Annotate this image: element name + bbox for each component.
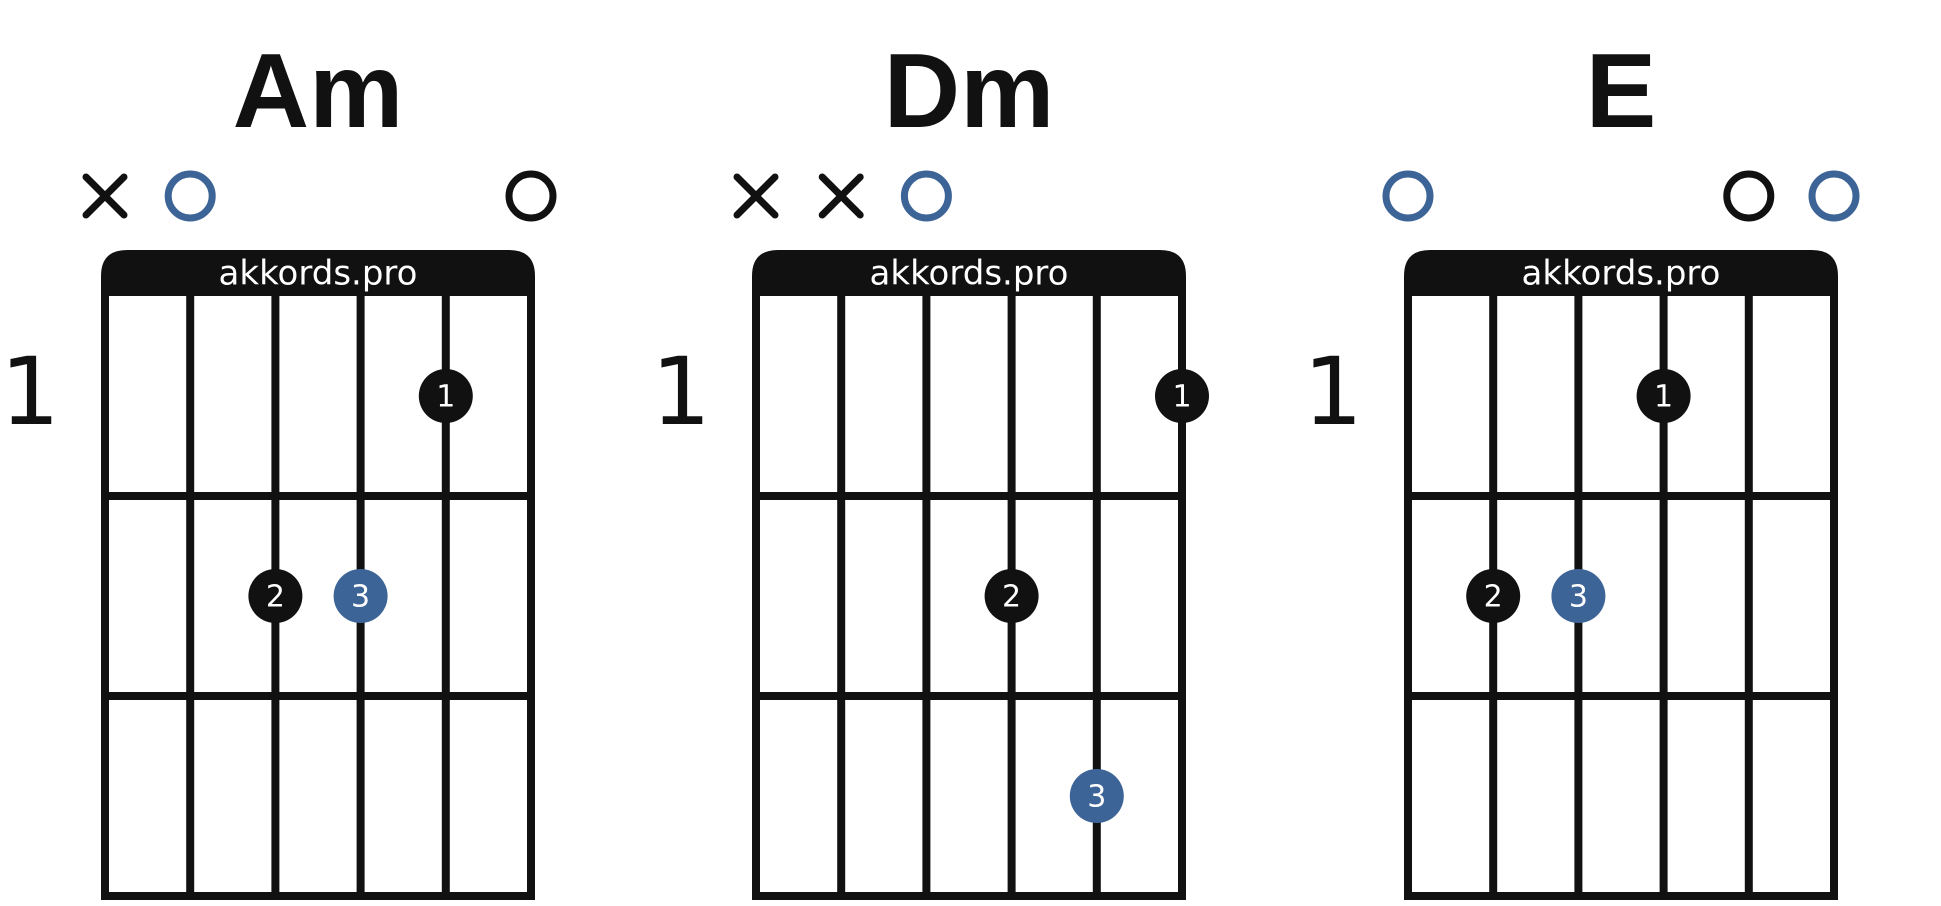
- finger-dot: [984, 569, 1039, 623]
- finger-dot: [1155, 369, 1209, 423]
- watermark-label: akkords.pro: [1522, 254, 1721, 294]
- open-root-string-icon: [1808, 170, 1860, 222]
- muted-string-icon: [818, 173, 864, 219]
- muted-string-icon: [82, 173, 128, 219]
- finger-dot: [1636, 369, 1691, 423]
- open-string-icon: [1723, 170, 1775, 222]
- finger-number: 1: [1654, 380, 1673, 415]
- muted-string-icon: [733, 173, 779, 219]
- finger-number: 2: [1002, 580, 1021, 615]
- open-root-string-icon: [900, 170, 952, 222]
- root-finger-dot: [1551, 569, 1606, 623]
- open-string-icon: [505, 170, 557, 222]
- nut-header: [1404, 250, 1838, 296]
- finger-number: 3: [351, 580, 370, 615]
- root-finger-dot: [333, 569, 388, 623]
- finger-number: 2: [1484, 580, 1503, 615]
- chord-am: Am akkords.pro 1 1 2 3: [0, 32, 557, 900]
- finger-dot: [248, 569, 303, 623]
- finger-number: 1: [436, 380, 455, 415]
- open-root-string-icon: [164, 170, 216, 222]
- fret-number: 1: [651, 338, 711, 447]
- chord-dm: Dm akkords.pro 1 1 2 3: [651, 32, 1209, 900]
- chord-name: Am: [233, 32, 404, 150]
- watermark-label: akkords.pro: [870, 254, 1069, 294]
- chord-name: E: [1586, 32, 1657, 150]
- fret-number: 1: [1303, 338, 1363, 447]
- finger-dot: [1466, 569, 1521, 623]
- finger-number: 3: [1569, 580, 1588, 615]
- fret-number: 1: [0, 338, 60, 447]
- chord-name: Dm: [884, 32, 1055, 150]
- nut-header: [752, 250, 1186, 296]
- finger-dot: [418, 369, 473, 423]
- root-finger-dot: [1069, 769, 1124, 823]
- finger-number: 1: [1172, 380, 1191, 415]
- finger-number: 3: [1087, 780, 1106, 815]
- watermark-label: akkords.pro: [219, 254, 418, 294]
- nut-header: [101, 250, 535, 296]
- finger-number: 2: [266, 580, 285, 615]
- open-root-string-icon: [1382, 170, 1434, 222]
